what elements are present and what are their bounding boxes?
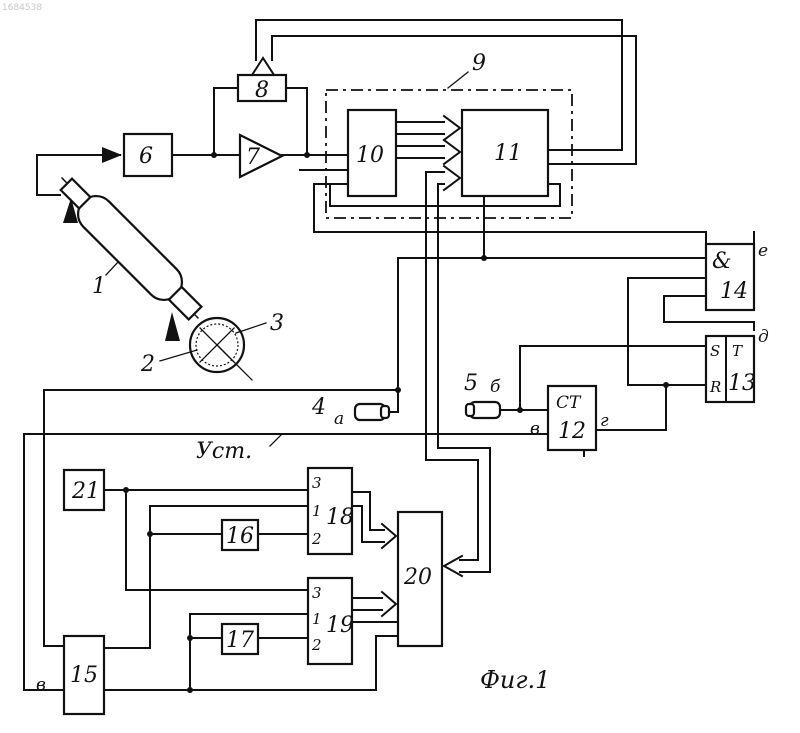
block-10-label: 10 <box>356 143 384 168</box>
block-13-s: S <box>710 342 720 360</box>
block-8-label: 8 <box>255 78 269 103</box>
sensor-4 <box>355 404 389 420</box>
support-wedge-bottom-icon <box>165 312 180 341</box>
block-14-and: & <box>712 249 732 274</box>
signal-g: г <box>600 411 609 431</box>
signal-e: е <box>758 241 768 261</box>
block-19-pin-3: 3 <box>312 584 322 602</box>
label-ust: Уст. <box>196 439 252 464</box>
encoder-disk <box>190 318 252 380</box>
signal-b: б <box>490 377 501 397</box>
block-13-r: R <box>709 378 721 396</box>
signal-a: а <box>334 409 344 429</box>
signal-v-left: в <box>36 675 46 695</box>
signal-d: д <box>758 327 769 347</box>
signal-v-mid: в <box>530 419 540 439</box>
amplifier-7-label: 7 <box>246 145 260 170</box>
block-13-label: 13 <box>728 371 756 396</box>
group-9-label: 9 <box>472 51 486 76</box>
block-18-pin-2: 2 <box>311 530 322 548</box>
block-18-pin-1: 1 <box>312 502 322 520</box>
block-18-pin-3: 3 <box>312 474 322 492</box>
shaft-assembly <box>54 172 208 341</box>
block-12-ct: СТ <box>556 393 582 413</box>
bus-arrows-18-to-20 <box>352 492 396 548</box>
block-17-label: 17 <box>226 628 254 653</box>
document-id: 1684538 <box>2 3 42 13</box>
block-15-label: 15 <box>70 663 98 688</box>
block-21-label: 21 <box>71 479 100 504</box>
label-part-4: 4 <box>311 395 326 420</box>
figure-caption: Фиг.1 <box>480 666 550 694</box>
label-part-1: 1 <box>92 274 106 299</box>
block-12-label: 12 <box>558 419 586 444</box>
block-16-label: 16 <box>226 524 254 549</box>
label-part-3: 3 <box>270 311 284 336</box>
block-18-label: 18 <box>326 505 354 530</box>
sensor-5 <box>466 402 500 418</box>
block-19-pin-1: 1 <box>312 610 322 628</box>
bus-arrows-19-to-20 <box>352 592 398 622</box>
label-part-2: 2 <box>140 352 155 377</box>
block-14-label: 14 <box>720 279 748 304</box>
block-13-t: T <box>732 342 743 360</box>
block-11-label: 11 <box>494 141 522 166</box>
block-20-label: 20 <box>403 565 432 590</box>
block-6-label: 6 <box>139 144 153 169</box>
block-19-label: 19 <box>326 613 354 638</box>
bus-arrows-10-to-11 <box>396 116 460 190</box>
label-part-5: 5 <box>464 371 478 396</box>
block-19-pin-2: 2 <box>311 636 322 654</box>
